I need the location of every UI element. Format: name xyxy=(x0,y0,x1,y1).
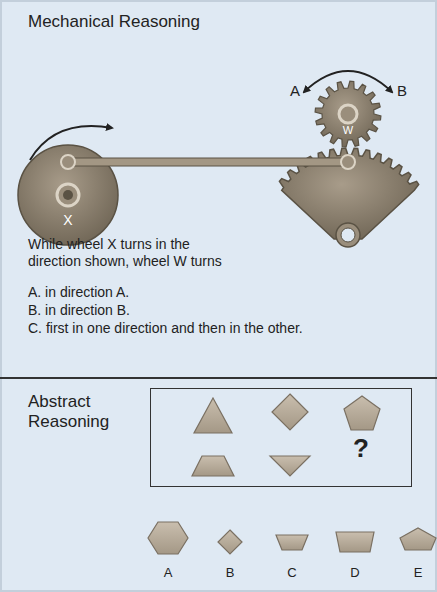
rod-pin xyxy=(61,155,75,169)
divider xyxy=(0,377,437,379)
trapezoid xyxy=(276,535,308,550)
answer-option: A. in direction A. xyxy=(28,284,129,301)
question-text: While wheel X turns in the direction sho… xyxy=(28,236,228,270)
answer-option: C. first in one direction and then in th… xyxy=(28,320,303,337)
missing-item: ? xyxy=(353,433,369,464)
pivot-hole xyxy=(341,228,355,242)
answer-option: B. in direction B. xyxy=(28,302,130,319)
sector-pivot xyxy=(336,223,360,247)
pentagon xyxy=(344,396,380,430)
gear-hub xyxy=(339,105,357,123)
direction-label: B xyxy=(397,82,407,100)
rod-pin xyxy=(341,155,355,169)
gear-w xyxy=(315,81,381,147)
wheel-axle xyxy=(63,190,73,200)
choice-letter: E xyxy=(414,565,423,581)
section-heading: Abstract Reasoning xyxy=(28,392,128,433)
flat-pentagon xyxy=(400,528,436,550)
rotation-arrow xyxy=(304,71,392,92)
wheel-label: X xyxy=(63,212,72,229)
section-heading: Mechanical Reasoning xyxy=(28,12,200,32)
connecting-rod xyxy=(66,158,348,166)
direction-label: A xyxy=(290,82,300,100)
hexagon xyxy=(148,522,188,554)
inverted-triangle xyxy=(270,456,310,476)
choice-letter: D xyxy=(350,565,359,581)
choice-letter: A xyxy=(164,565,173,581)
triangle xyxy=(194,398,232,433)
trapezoid xyxy=(192,456,234,476)
choice-letter: B xyxy=(226,565,235,581)
diamond xyxy=(272,394,308,430)
trapezoid xyxy=(336,532,374,552)
gear-label: W xyxy=(343,124,353,137)
puzzle-box: ? xyxy=(150,388,412,487)
diamond xyxy=(218,530,242,554)
wheel-hub xyxy=(57,184,79,206)
choice-letter: C xyxy=(287,565,296,581)
